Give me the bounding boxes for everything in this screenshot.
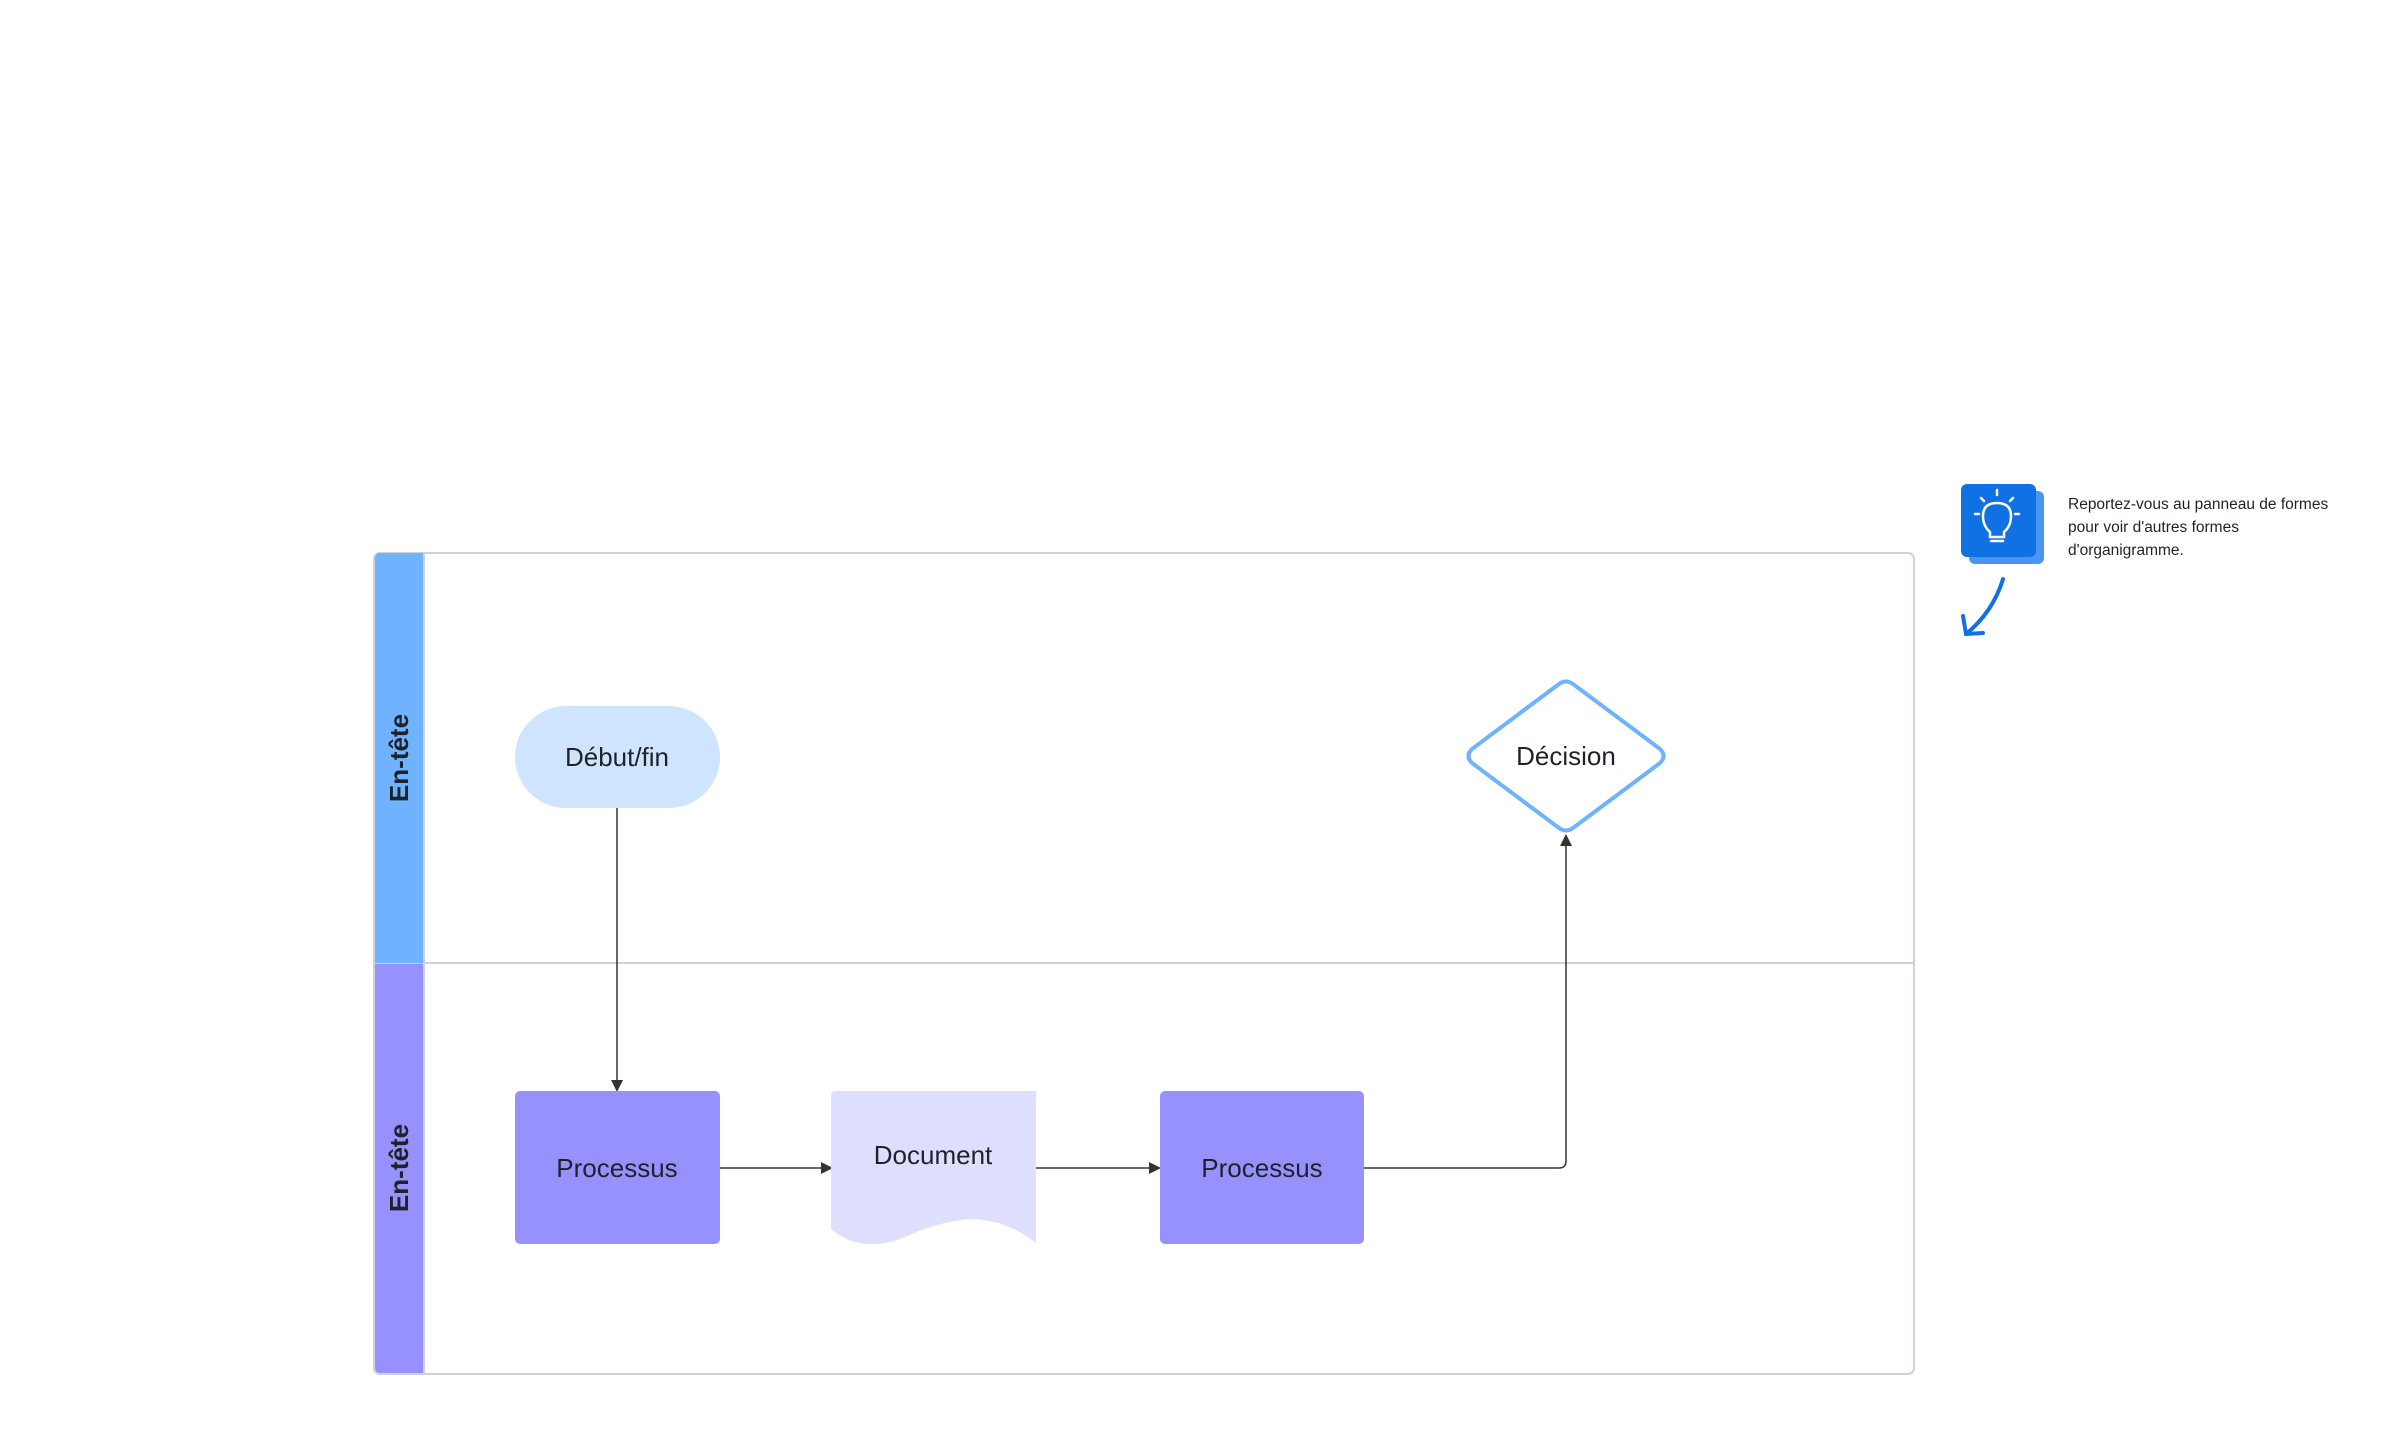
process-shape-1[interactable]: Processus (515, 1091, 720, 1244)
lane-header-2-bar (375, 964, 424, 1373)
lane-header-1[interactable]: En-tête (375, 553, 425, 963)
decision-label: Décision (1516, 741, 1616, 771)
swimlane-container[interactable] (373, 552, 1915, 1375)
process-2-label: Processus (1201, 1153, 1322, 1183)
lightbulb-icon (1973, 488, 2021, 543)
decision-shape[interactable]: Décision (1466, 679, 1666, 833)
lane-header-1-label: En-tête (384, 714, 414, 802)
process-shape-2[interactable]: Processus (1160, 1091, 1364, 1244)
document-shape[interactable]: Document (831, 1091, 1036, 1245)
tip-arrow (1961, 577, 2005, 636)
document-label: Document (874, 1140, 993, 1170)
start-end-label: Début/fin (565, 742, 669, 772)
lane-header-2[interactable]: En-tête (375, 964, 425, 1373)
tip-card (1961, 484, 2044, 636)
connectors (611, 808, 1572, 1174)
connector-process-to-decision[interactable] (1364, 834, 1572, 1169)
start-end-shape[interactable]: Début/fin (515, 706, 720, 808)
tip-card-face (1961, 484, 2036, 557)
lane-header-1-bar (375, 553, 424, 963)
tip-text: Reportez-vous au panneau de formes pour … (2068, 496, 2329, 559)
lane-header-2-label: En-tête (384, 1124, 414, 1212)
process-1-label: Processus (556, 1153, 677, 1183)
